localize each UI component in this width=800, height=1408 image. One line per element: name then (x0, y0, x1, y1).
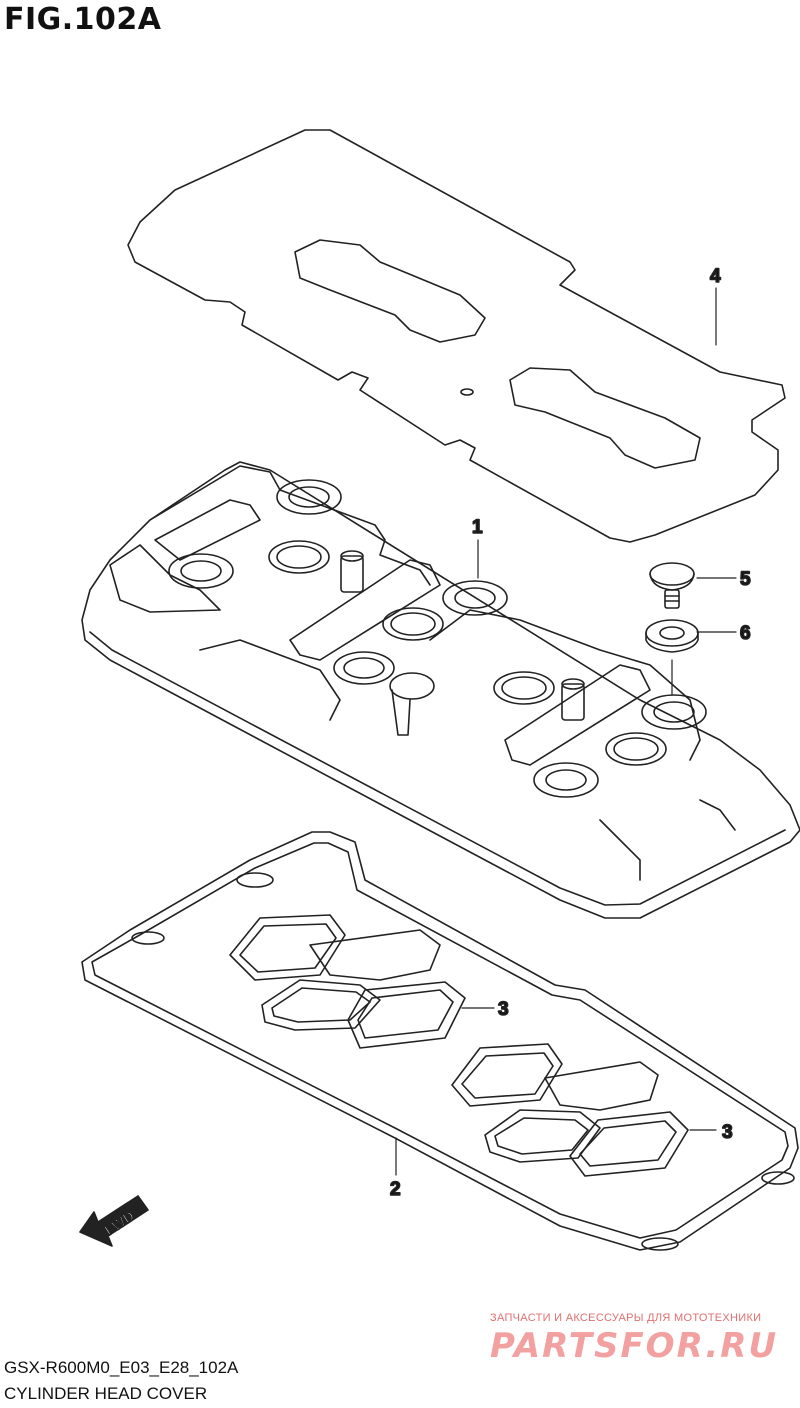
forward-arrow-icon: FWD (79, 1195, 149, 1247)
part-3-plug-seals-rear (451, 1043, 689, 1177)
part-1-cylinder-head-cover (81, 461, 800, 919)
callout-part-6: 6 (740, 623, 751, 644)
watermark-tagline: ЗАПЧАСТИ И АКСЕССУАРЫ ДЛЯ МОТОТЕХНИКИ (490, 1312, 762, 1324)
part-2-cover-gasket (81, 831, 799, 1251)
part-6-washer (645, 619, 699, 653)
callout-part-4: 4 (710, 266, 721, 287)
figure-title: FIG.102A (4, 2, 162, 37)
diagram-code: GSX-R600M0_E03_E28_102A (4, 1358, 239, 1377)
callout-part-1: 1 (472, 517, 483, 538)
callout-part-2: 2 (390, 1179, 401, 1200)
callout-part-3-front: 3 (498, 999, 509, 1020)
watermark-brand: PARTSFOR.RU (490, 1326, 779, 1366)
callout-part-5: 5 (740, 569, 751, 590)
part-3-plug-seals-front (229, 914, 466, 1049)
part-5-bolt (649, 562, 695, 609)
callout-part-3-rear: 3 (722, 1122, 733, 1143)
leader-lines (395, 287, 737, 1176)
part-4-gasket-plate (127, 129, 786, 543)
diagram-caption: CYLINDER HEAD COVER (4, 1384, 208, 1403)
